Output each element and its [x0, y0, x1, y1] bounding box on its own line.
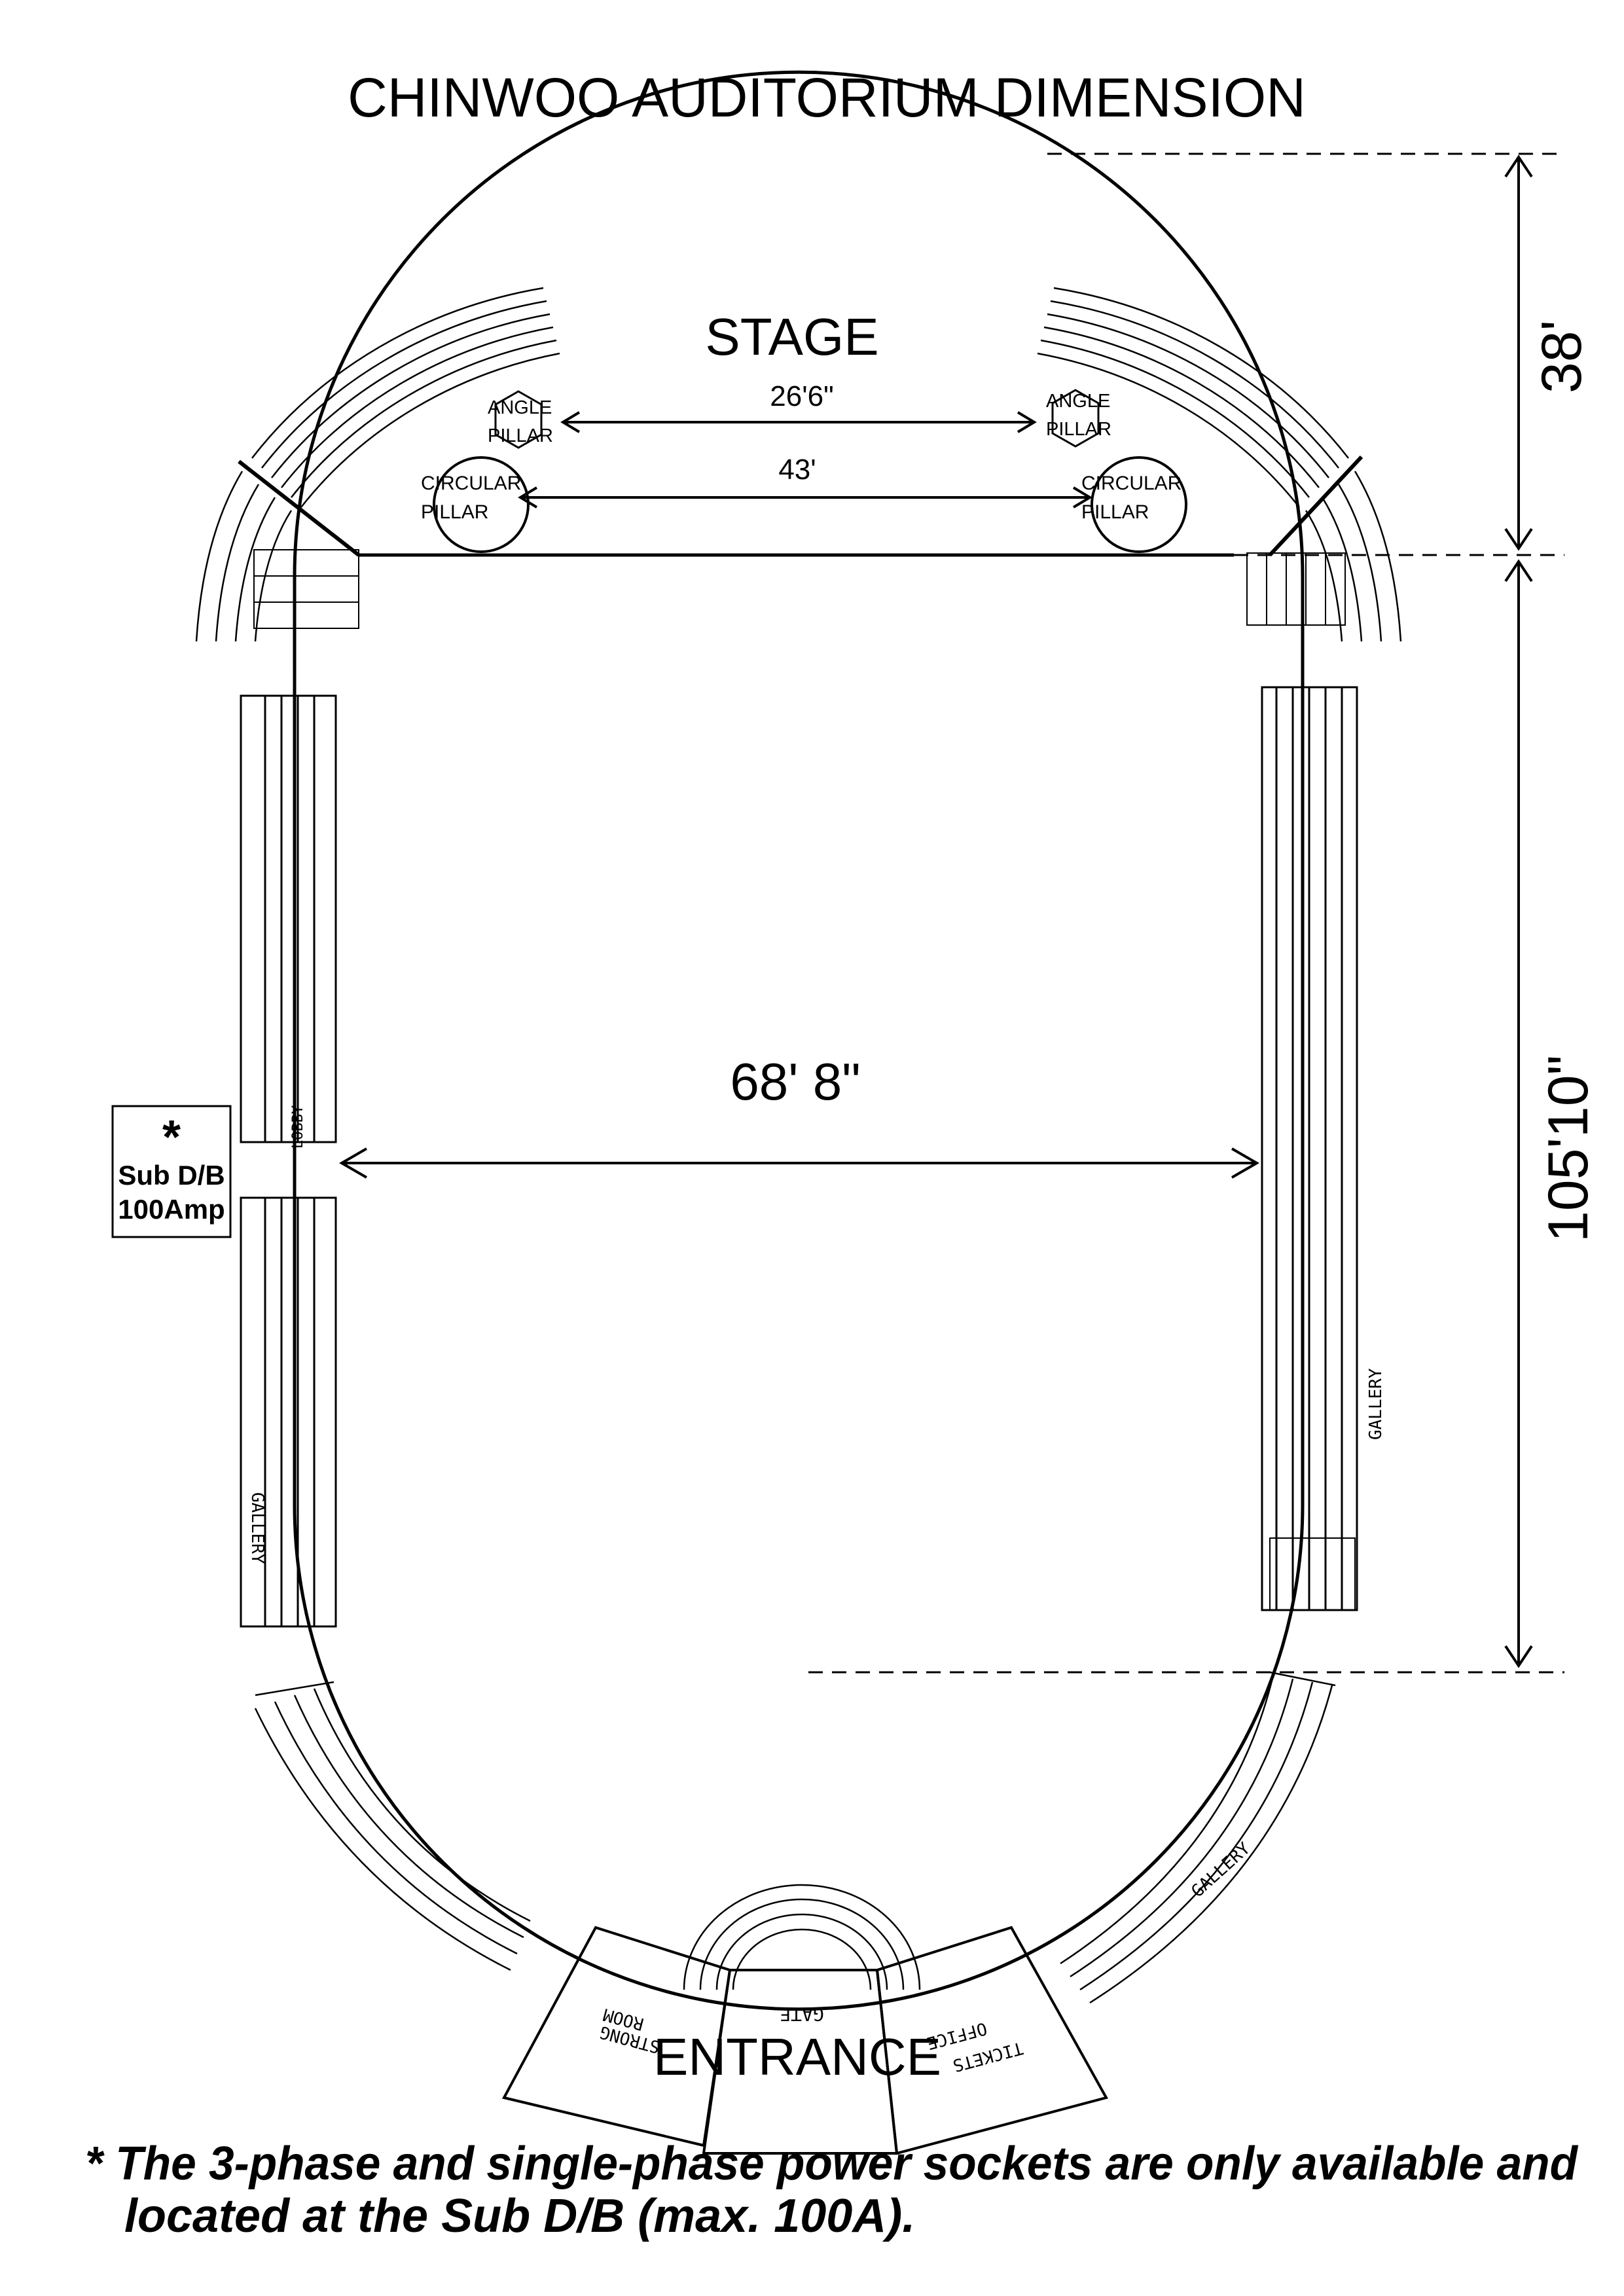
left-seating-lower — [240, 1196, 337, 1628]
footnote-line1: * The 3-phase and single-phase power soc… — [85, 2138, 1579, 2190]
seat-block-top-left — [253, 549, 359, 629]
stage-seating-arcs — [195, 287, 1402, 642]
outer-wall — [293, 70, 1305, 2011]
entrance-arcs — [683, 1884, 921, 1990]
seat-block-top-right — [1246, 552, 1346, 626]
sub-db-box: * Sub D/B 100Amp — [111, 1105, 232, 1238]
dim-extension-lines — [808, 152, 1564, 1674]
circular-pillar-right-label-1: CIRCULAR — [1081, 473, 1182, 494]
dim-hall-length-arrow — [1504, 559, 1533, 1668]
stage-label: STAGE — [705, 308, 878, 366]
gate-label: GATE — [780, 2003, 823, 2025]
diagram-title: CHINWOO AUDITORIUM DIMENSION — [348, 67, 1306, 128]
dim-stage-depth-label: 38' — [1530, 320, 1593, 393]
bottom-left-seating-arcs — [254, 1681, 531, 1971]
angle-pillar-left — [494, 390, 543, 449]
angle-pillar-left-label-1: ANGLE — [488, 397, 552, 418]
left-gallery-label: GALLERY — [247, 1492, 267, 1564]
dim-circular-pillars-label: 43' — [778, 454, 816, 486]
stage-divider-left — [238, 459, 360, 557]
circular-pillar-right-label-2: PILLAR — [1081, 501, 1149, 523]
dim-angle-pillars-arrow — [560, 411, 1037, 433]
circular-pillar-left-label-1: CIRCULAR — [421, 473, 521, 494]
right-gallery-label: GALLERY — [1366, 1368, 1386, 1440]
dim-angle-pillars-label: 26'6" — [770, 380, 833, 412]
right-seating — [1261, 686, 1358, 1611]
dim-hall-width-label: 68' 8" — [730, 1052, 860, 1111]
dim-hall-length-label: 105'10" — [1537, 1055, 1600, 1242]
circular-pillar-left — [433, 456, 530, 553]
sub-db-line2: 100Amp — [118, 1194, 225, 1225]
circular-pillar-right — [1091, 456, 1187, 553]
angle-pillar-right-label-1: ANGLE — [1046, 391, 1110, 412]
dim-stage-depth-arrow — [1504, 154, 1533, 551]
seat-block-right-lower — [1269, 1537, 1356, 1611]
angle-pillar-right-label-2: PILLAR — [1046, 419, 1111, 440]
angle-pillar-left-label-2: PILLAR — [488, 425, 553, 446]
circular-pillar-left-label-2: PILLAR — [421, 501, 488, 523]
dim-circular-pillars-arrow — [518, 486, 1092, 509]
tickets-office — [875, 1926, 1108, 2155]
left-seating-upper — [240, 694, 337, 1143]
footnote-line2: located at the Sub D/B (max. 100A). — [124, 2190, 915, 2242]
stage-divider-right — [1268, 455, 1363, 557]
angle-pillar-right — [1051, 389, 1100, 448]
dim-hall-width-arrow — [339, 1147, 1259, 1179]
bottom-right-seating-arcs — [1060, 1671, 1336, 2004]
entrance-label: ENTRANCE — [653, 2028, 941, 2086]
sub-db-line1: Sub D/B — [118, 1160, 225, 1191]
lobby-label: LOBBY — [290, 1105, 306, 1149]
sub-db-marker: * — [162, 1111, 181, 1164]
